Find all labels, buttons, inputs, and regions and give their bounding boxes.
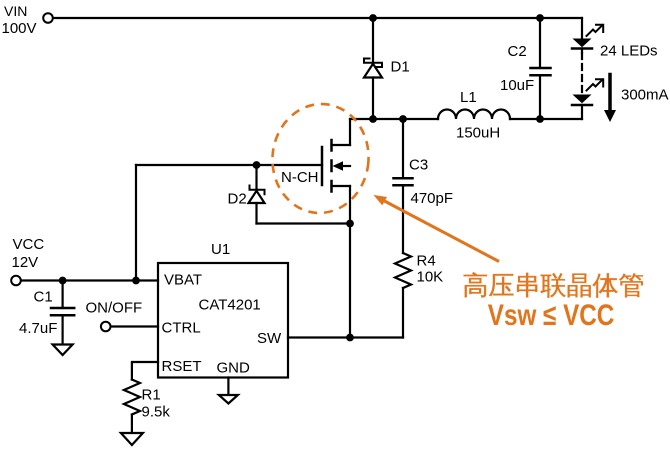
svg-text:4.7uF: 4.7uF — [19, 320, 57, 337]
svg-text:470pF: 470pF — [411, 190, 454, 207]
svg-text:12V: 12V — [12, 254, 39, 271]
svg-text:CAT4201: CAT4201 — [199, 297, 261, 314]
svg-text:Vsw ≤ VCC: Vsw ≤ VCC — [488, 299, 615, 332]
svg-text:24 LEDs: 24 LEDs — [600, 43, 658, 60]
svg-text:C2: C2 — [508, 43, 527, 60]
svg-text:VCC: VCC — [13, 236, 45, 253]
svg-text:GND: GND — [217, 360, 251, 377]
svg-text:10K: 10K — [417, 269, 444, 286]
svg-text:CTRL: CTRL — [162, 320, 201, 337]
svg-text:R4: R4 — [417, 253, 436, 270]
svg-text:L1: L1 — [460, 89, 477, 106]
svg-text:C1: C1 — [34, 289, 53, 306]
svg-text:10uF: 10uF — [500, 77, 534, 94]
svg-text:9.5k: 9.5k — [142, 404, 171, 421]
svg-text:D1: D1 — [391, 59, 410, 76]
svg-text:U1: U1 — [211, 241, 230, 258]
svg-text:ON/OFF: ON/OFF — [86, 300, 143, 317]
svg-text:C3: C3 — [409, 157, 428, 174]
svg-text:N-CH: N-CH — [281, 169, 319, 186]
svg-text:RSET: RSET — [162, 358, 202, 375]
svg-text:300mA: 300mA — [621, 87, 669, 104]
svg-text:SW: SW — [257, 330, 282, 347]
svg-text:D2: D2 — [228, 191, 247, 208]
svg-text:VBAT: VBAT — [164, 272, 202, 289]
svg-text:150uH: 150uH — [456, 125, 500, 142]
svg-text:R1: R1 — [142, 387, 161, 404]
svg-text:100V: 100V — [2, 20, 37, 37]
svg-text:VIN: VIN — [4, 3, 27, 19]
